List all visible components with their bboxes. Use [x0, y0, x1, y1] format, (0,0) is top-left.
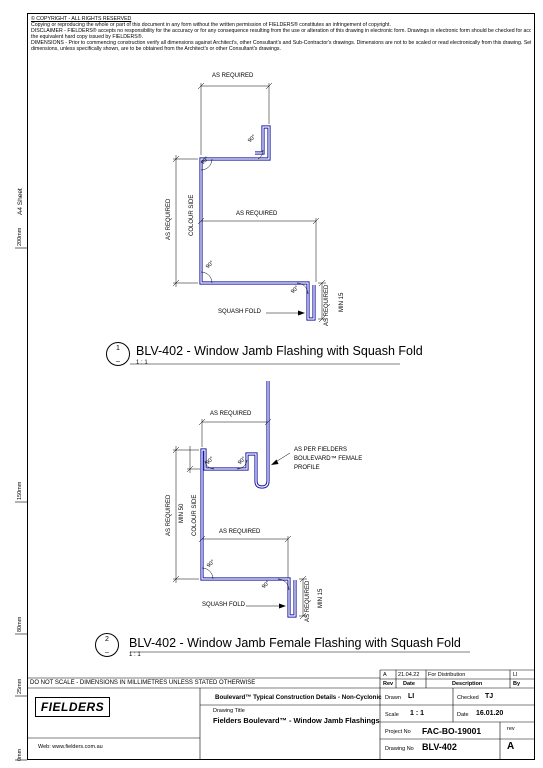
drawing-no-label: Drawing No — [385, 746, 414, 752]
d2-colour-side: COLOUR SIDE — [192, 494, 198, 536]
rev-header-description: Description — [452, 681, 483, 687]
rev-value: A — [507, 741, 515, 752]
ruler-ticks — [15, 247, 27, 761]
drawing-title: Fielders Boulevard™ - Window Jamb Flashi… — [213, 716, 380, 725]
d1-squash-fold: SQUASH FOLD — [218, 309, 262, 315]
d1-dim-left: AS REQUIRED — [166, 198, 172, 240]
detail-1-drawing — [172, 82, 326, 323]
rev-label: rev — [507, 726, 515, 732]
d2-min50: MIN 50 — [179, 503, 185, 523]
d2-squash-fold: SQUASH FOLD — [202, 602, 246, 608]
d1-detail-ref: _ — [116, 355, 120, 362]
d2-min15: MIN 15 — [318, 588, 324, 608]
disclaimer-text: DISCLAIMER - FIELDERS® accepts no respon… — [31, 28, 531, 34]
dimensions-text: DIMENSIONS - Prior to commencing constru… — [31, 40, 531, 46]
drawing-title-label: Drawing Title — [213, 708, 245, 714]
logo-text: FIELDERS — [40, 700, 105, 714]
copyright-notice: Copying or reproducing the whole or part… — [31, 22, 391, 28]
d2-note-line-3: PROFILE — [294, 465, 320, 471]
sheet-border — [27, 13, 535, 760]
d2-detail-marker: 2 _ — [95, 633, 119, 657]
d2-detail-ref: _ — [105, 646, 109, 653]
d1-dim-mid: AS REQUIRED — [236, 211, 278, 217]
copyright-text: © COPYRIGHT - ALL RIGHTS RESERVED — [31, 16, 132, 22]
d2-scale: 1 : 1 — [129, 652, 141, 658]
d2-note-line-1: AS PER FIELDERS — [294, 447, 348, 453]
d1-colour-side: COLOUR SIDE — [189, 194, 195, 236]
d1-min15: MIN 15 — [339, 292, 345, 312]
dimensions-text-2: dimensions, unless specifically shown, a… — [31, 46, 281, 52]
date-label: Date — [457, 712, 469, 718]
d1-dim-top: AS REQUIRED — [212, 73, 254, 79]
rev-row-description: For Distribution — [428, 672, 466, 678]
d1-detail-number: 1 — [116, 345, 120, 352]
drawing-no-value: BLV-402 — [422, 742, 457, 752]
d2-note-line-2: BOULEVARD™ FEMALE — [294, 456, 363, 462]
rev-header-by: By — [513, 681, 521, 687]
detail-2-flashing-profile — [235, 381, 270, 489]
title-block-grid — [27, 669, 535, 760]
disclaimer-block: © COPYRIGHT - ALL RIGHTS RESERVED Copyin… — [31, 16, 531, 52]
d1-scale: 1 : 1 — [136, 360, 148, 366]
fielders-logo: FIELDERS — [35, 697, 110, 717]
drawn-label: Drawn — [385, 695, 401, 701]
d2-dim-mid: AS REQUIRED — [219, 529, 261, 535]
project-label: Project No — [385, 729, 411, 735]
scale-label: Scale — [385, 712, 399, 718]
disclaimer-text-2: the equivalent hard copy issued by FIELD… — [31, 34, 143, 40]
do-not-scale-note: DO NOT SCALE - DIMENSIONS IN MILLIMETRES… — [30, 680, 256, 686]
d1-dim-right: AS REQUIRED — [324, 284, 330, 326]
d2-dim-top: AS REQUIRED — [210, 411, 252, 417]
project-value: FAC-BO-19001 — [422, 726, 482, 736]
scale-value: 1 : 1 — [410, 710, 425, 717]
checked-label: Checked — [457, 695, 479, 701]
d2-dim-left: AS REQUIRED — [166, 494, 172, 536]
drawn-value: LI — [408, 693, 415, 700]
rev-row-date: 21.04.22 — [398, 672, 420, 678]
rev-header-date: Date — [403, 681, 415, 687]
rev-row-rev: A — [383, 672, 387, 678]
d2-detail-number: 2 — [105, 636, 109, 643]
series-title: Boulevard™ Typical Construction Details … — [215, 694, 382, 701]
d1-detail-marker: 1 _ — [106, 342, 130, 366]
checked-value: TJ — [485, 693, 494, 700]
d1-title: BLV-402 - Window Jamb Flashing with Squa… — [136, 344, 423, 358]
d2-dim-right: AS REQUIRED — [305, 580, 311, 622]
date-value: 16.01.20 — [476, 710, 504, 717]
website-text: Web: www.fielders.com.au — [38, 744, 103, 750]
detail-2-drawing — [172, 381, 307, 620]
rev-header-rev: Rev — [383, 681, 394, 687]
rev-row-by: LI — [513, 672, 518, 678]
d2-title: BLV-402 - Window Jamb Female Flashing wi… — [129, 636, 461, 650]
